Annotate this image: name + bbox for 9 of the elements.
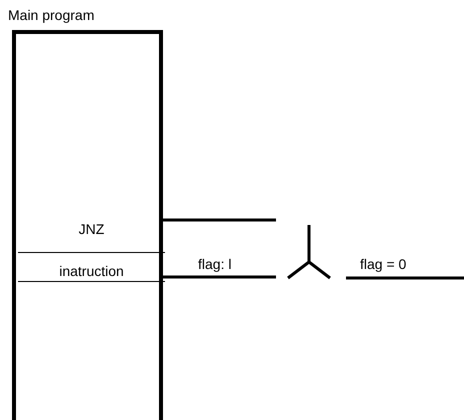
- connector-line: [163, 218, 276, 222]
- instruction-row: [18, 252, 165, 282]
- connector-line: [346, 276, 464, 280]
- edge-label: flag = 0: [360, 256, 406, 272]
- edge-label: flag: l: [198, 256, 232, 272]
- instruction-text: JNZ: [78, 221, 106, 237]
- connector-line: [161, 276, 276, 278]
- instruction-text: inatruction: [58, 263, 125, 279]
- block-heading: Main program: [8, 7, 94, 23]
